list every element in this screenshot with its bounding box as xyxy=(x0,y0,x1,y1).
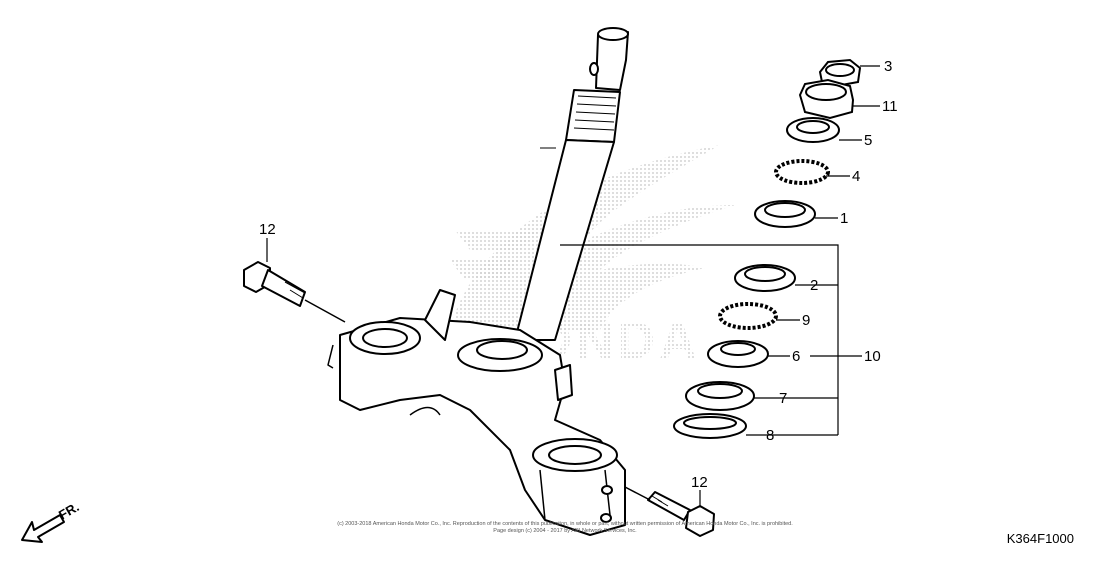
pinch-bolt-upper xyxy=(243,261,346,323)
bottom-bridge xyxy=(327,289,626,536)
front-arrow-icon xyxy=(21,514,65,543)
callout-8: 8 xyxy=(766,427,774,444)
callout-12-upper: 12 xyxy=(259,221,276,238)
front-direction-marker: FR. xyxy=(21,499,82,543)
callout-9: 9 xyxy=(802,312,810,329)
diagram-code: K364F1000 xyxy=(1006,531,1074,546)
callout-5: 5 xyxy=(864,132,872,149)
callout-10: 10 xyxy=(864,348,881,365)
steering-stem xyxy=(514,27,629,341)
callout-6: 6 xyxy=(792,348,800,365)
callout-7: 7 xyxy=(779,390,787,407)
callout-2: 2 xyxy=(810,277,818,294)
bearing-stack-upper xyxy=(754,58,862,228)
copyright-line-2: Page design (c) 2004 - 2017 by ARI Netwo… xyxy=(493,528,637,534)
callout-11: 11 xyxy=(882,98,898,115)
leader-lines xyxy=(266,65,880,506)
copyright-notice: (c) 2003-2018 American Honda Motor Co., … xyxy=(305,521,825,535)
callout-4: 4 xyxy=(852,168,860,185)
bearing-stack-lower xyxy=(673,264,796,439)
callout-1: 1 xyxy=(840,210,848,227)
copyright-line-1: (c) 2003-2018 American Honda Motor Co., … xyxy=(337,521,793,527)
callout-12-lower: 12 xyxy=(691,474,708,491)
callouts: 3 11 5 4 1 2 9 6 10 7 8 12 12 xyxy=(259,58,898,491)
callout-3: 3 xyxy=(884,58,892,75)
pinch-bolt-lower xyxy=(624,486,715,537)
